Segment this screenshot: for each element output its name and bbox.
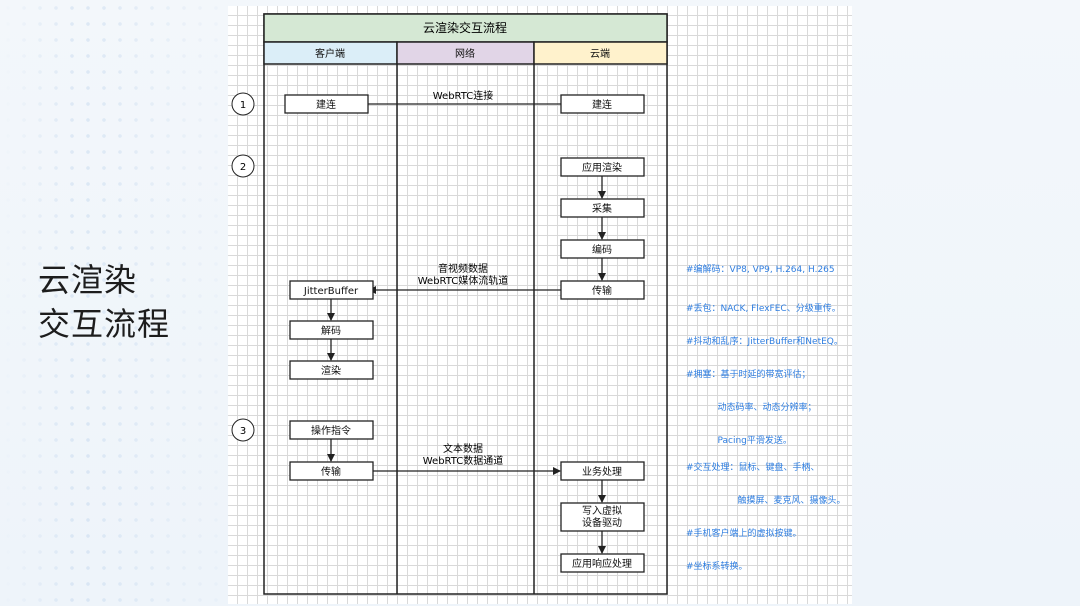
media-link-label-1: 音视频数据: [438, 262, 488, 275]
client-connect-label: 建连: [316, 98, 336, 111]
op-command-label: 操作指令: [311, 424, 351, 437]
app-render-label: 应用渲染: [582, 161, 622, 174]
write-virtual-label-1: 写入虚拟: [582, 504, 622, 517]
lane-header-cloud: [533, 41, 668, 65]
app-response-box: [560, 553, 645, 573]
transport-note-line: 动态码率、动态分辨率；: [686, 403, 817, 413]
swimlane-diagram: 云渲染交互流程 客户端 网络 云端 1 2 3 建连 建连 WebRTC连接: [231, 13, 668, 595]
jitterbuffer-label: JitterBuffer: [303, 286, 359, 297]
slide-title: 云渲染 交互流程: [38, 258, 170, 346]
transport-note-line: #丢包：NACK, FlexFEC、分级重传。: [686, 304, 841, 314]
business-label: 业务处理: [582, 465, 622, 478]
decode-label: 解码: [321, 324, 341, 337]
interaction-note: #交互处理：鼠标、键盘、手柄、 触摸屏、麦克风、摄像头。 #手机客户端上的虚拟按…: [686, 441, 846, 595]
svg-text:1: 1: [240, 100, 246, 111]
step-marker-2: 2: [231, 154, 255, 178]
transport-note-line: #抖动和乱序：JitterBuffer和NetEQ。: [686, 337, 843, 347]
transport-note-line: Pacing平滑发送。: [686, 436, 792, 446]
svg-text:2: 2: [240, 162, 246, 173]
cloud-transmit-label: 传输: [592, 284, 612, 297]
media-link-label-2: WebRTC媒体流轨道: [418, 274, 509, 287]
connect-link-label: WebRTC连接: [433, 89, 494, 102]
encode-label: 编码: [592, 243, 612, 256]
codec-note-line: #编解码：VP8, VP9, H.264, H.265: [686, 265, 835, 275]
write-virtual-box: [560, 502, 645, 532]
diagram-title: 云渲染交互流程: [423, 20, 507, 35]
interaction-note-line: #交互处理：鼠标、键盘、手柄、: [686, 463, 820, 473]
lane-label-network: 网络: [455, 47, 475, 60]
write-virtual-label-2: 设备驱动: [582, 516, 622, 529]
client-render-box: [289, 360, 374, 380]
slide-title-line2: 交互流程: [38, 305, 171, 343]
svg-text:3: 3: [240, 426, 246, 437]
data-link-label-2: WebRTC数据通道: [423, 454, 504, 467]
transport-note: #丢包：NACK, FlexFEC、分级重传。 #抖动和乱序：JitterBuf…: [686, 282, 843, 469]
capture-label: 采集: [592, 202, 612, 215]
client-render-label: 渲染: [321, 364, 341, 377]
interaction-note-line: 触摸屏、麦克风、摄像头。: [686, 496, 846, 506]
step-marker-1: 1: [231, 92, 255, 116]
codec-note: #编解码：VP8, VP9, H.264, H.265: [686, 243, 835, 298]
background-dot-pattern: [0, 0, 230, 606]
interaction-note-line: #坐标系转换。: [686, 562, 748, 572]
step-marker-3: 3: [231, 418, 255, 442]
lane-label-cloud: 云端: [590, 47, 610, 60]
transport-note-line: #拥塞：基于时延的带宽评估；: [686, 370, 811, 380]
app-response-label: 应用响应处理: [572, 557, 632, 570]
cloud-connect-label: 建连: [592, 98, 612, 111]
lane-label-client: 客户端: [315, 47, 345, 60]
diagram-title-bar: [263, 13, 668, 43]
data-link-label-1: 文本数据: [443, 442, 483, 455]
interaction-note-line: #手机客户端上的虚拟按键。: [686, 529, 802, 539]
slide-title-line1: 云渲染: [38, 261, 138, 299]
client-transmit-label: 传输: [321, 465, 341, 478]
diagram-canvas: 云渲染交互流程 客户端 网络 云端 1 2 3 建连 建连 WebRTC连接: [228, 6, 852, 604]
